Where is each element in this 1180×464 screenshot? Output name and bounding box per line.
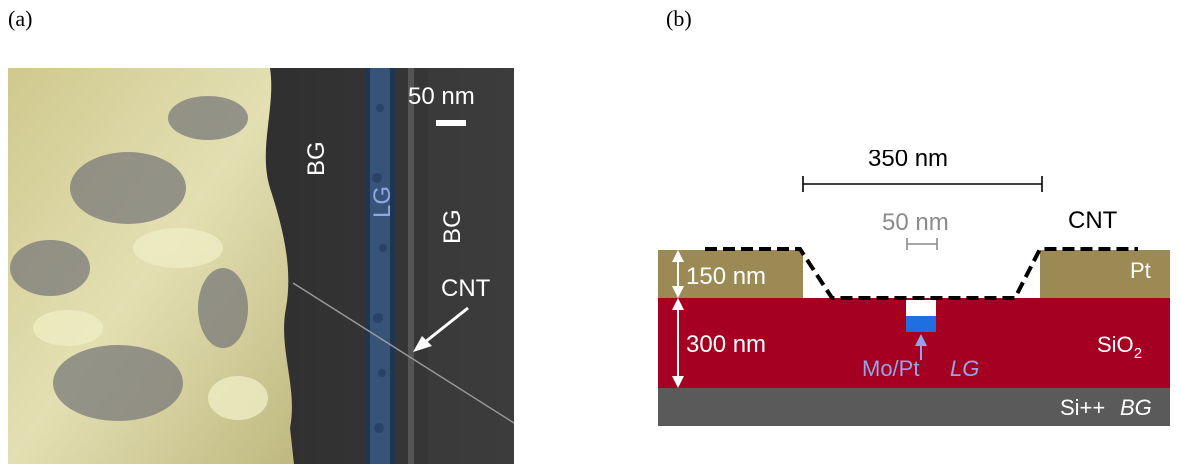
pt-right-pad	[1040, 250, 1170, 298]
cnt-line	[292, 282, 514, 424]
pt-label: Pt	[1130, 258, 1151, 283]
mo-pt-label: Mo/Pt	[862, 356, 919, 381]
bg-label-b: BG	[1120, 395, 1152, 420]
pt-left-pad	[658, 250, 803, 298]
span-50-label: 50 nm	[882, 209, 949, 236]
scale-bar-label: 50 nm	[408, 83, 475, 110]
cnt-dashed	[705, 247, 1138, 300]
dim-300-label: 300 nm	[686, 331, 766, 358]
lg-label: LG	[369, 186, 396, 218]
local-gate-blue	[906, 316, 936, 332]
local-gate-white	[906, 300, 936, 316]
dim-150-label: 150 nm	[686, 263, 766, 290]
cross-section: 350 nm 50 nm CNT 150 nm 300 nm Pt SiO2 M…	[658, 150, 1170, 426]
panel-a-label: (a)	[8, 6, 33, 31]
cnt-arrow	[419, 306, 469, 348]
cnt-label-a: CNT	[441, 275, 491, 302]
span-350-label: 350 nm	[868, 150, 948, 172]
sio2-label: SiO2	[1097, 332, 1142, 362]
sem-image: 50 nm BG LG BG CNT	[8, 68, 514, 464]
cnt-label-b: CNT	[1068, 207, 1118, 234]
si-label: Si++	[1060, 395, 1105, 420]
bg-label-left: BG	[303, 141, 330, 176]
panel-b-label: (b)	[666, 6, 692, 31]
bg-label-right: BG	[439, 209, 466, 244]
si-substrate	[658, 388, 1170, 426]
lg-label-b: LG	[950, 356, 979, 381]
scale-bar	[436, 120, 466, 126]
